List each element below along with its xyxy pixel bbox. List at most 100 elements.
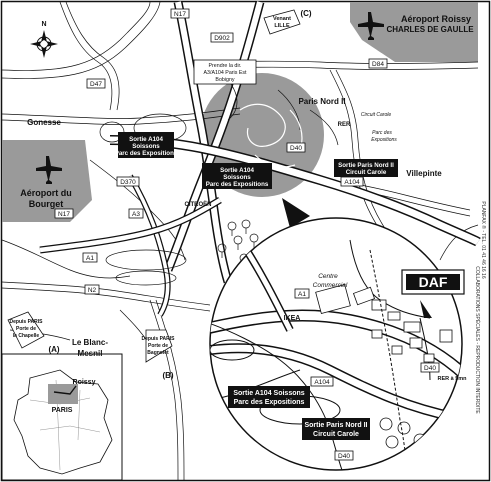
svg-text:Bobigny: Bobigny [215, 77, 234, 83]
road-shield-label: A3 [132, 211, 140, 218]
road-shield-label: D84 [372, 61, 384, 68]
road-shield [420, 362, 440, 373]
road-shield [82, 252, 98, 263]
route-letter-b: (B) [162, 371, 173, 380]
label-gonesse: Gonesse [27, 118, 61, 127]
svg-text:Parc des Expositions: Parc des Expositions [115, 150, 178, 157]
sortie-plate-1: Sortie A104 Soissons Parc des Exposition… [115, 132, 178, 158]
label-centre-1: Centre [318, 273, 338, 280]
road-shield-label: A104 [314, 379, 330, 386]
sortie-plate-5: Sortie Paris Nord II Circuit Carole [302, 418, 370, 440]
bourget-plane-icon [36, 156, 62, 184]
route-letter-a: (A) [48, 345, 59, 354]
road-shield-label: A1 [298, 291, 306, 298]
svg-text:Circuit Carole: Circuit Carole [313, 431, 359, 438]
inset-label-roissy: Roissy [73, 379, 96, 386]
road-shield [340, 176, 364, 187]
road-shield-label: D40 [290, 145, 302, 152]
sortie-plate-4: Sortie A104 Soissons Parc des Exposition… [228, 386, 310, 408]
road-shields: N17D47D902D84D40A104D370A1N2A3A1A104D40D… [54, 8, 440, 461]
daf-pointer [420, 300, 432, 318]
svg-text:Sortie Paris Nord II: Sortie Paris Nord II [338, 162, 394, 169]
svg-text:Prendre la dir.: Prendre la dir. [209, 63, 242, 69]
road-shield [54, 208, 74, 219]
label-blanc-mesnil-2: Mesnil [78, 349, 103, 358]
sortie-plate-2: Sortie A104 Soissons Parc des Exposition… [202, 163, 272, 189]
svg-text:la Chapelle: la Chapelle [13, 333, 40, 339]
sign-lille: Venant LILLE [263, 9, 301, 35]
svg-text:Depuis PARIS: Depuis PARIS [10, 319, 44, 325]
zoom-pointer [282, 198, 310, 228]
road-shield [128, 208, 144, 219]
label-paris-nord: Paris Nord II [298, 97, 345, 106]
interchange-loops [99, 79, 339, 286]
daf-logo: DAF [401, 269, 465, 295]
svg-text:Sortie A104: Sortie A104 [129, 136, 163, 143]
label-roissy: Aéroport Roissy [401, 14, 471, 24]
road-shield [84, 284, 100, 295]
svg-text:Soissons: Soissons [132, 143, 160, 150]
compass-n-label: N [41, 21, 46, 28]
svg-text:Parc des Expositions: Parc des Expositions [206, 181, 269, 188]
road-shield [310, 376, 334, 387]
road-shield-label: D47 [90, 81, 102, 88]
road-shield [286, 142, 306, 153]
compass-icon [30, 30, 58, 58]
road-shield-label: N17 [58, 211, 70, 218]
svg-text:Depuis PARIS: Depuis PARIS [142, 336, 176, 342]
svg-text:Sortie Paris Nord II: Sortie Paris Nord II [304, 422, 367, 429]
svg-text:Bagnolet: Bagnolet [147, 350, 169, 356]
svg-text:A3/A104 Paris Est: A3/A104 Paris Est [204, 70, 248, 76]
label-ikea: IKEA [284, 315, 301, 322]
road-shield-label: N2 [88, 287, 97, 294]
inset-label-paris: PARIS [52, 407, 73, 414]
inset-route [53, 385, 77, 395]
road-shield-label: D370 [120, 179, 136, 186]
svg-text:Soissons: Soissons [223, 174, 251, 181]
motorways [39, 0, 481, 317]
road-shield-label: D902 [214, 35, 230, 42]
roissy-airport-zone [350, 2, 478, 62]
legal-credit: COLLABORATIONS SPÉCIALES - REPRODUCTION … [474, 266, 481, 414]
label-bourget-2: Bourget [29, 199, 64, 209]
road-shield-label: D40 [338, 453, 350, 460]
label-blanc-mesnil-1: Le Blanc- [72, 338, 108, 347]
phone-credit: PLANFAX ® - TEL. 01 41 46 16 16 [480, 201, 487, 278]
label-citroen: CITROËN [185, 201, 212, 208]
road-shield [334, 450, 354, 461]
svg-text:Circuit Carole: Circuit Carole [346, 169, 387, 176]
sign-paris-bagnolet: Depuis PARIS Porte de Bagnolet [142, 329, 176, 363]
svg-text:Venant: Venant [273, 16, 291, 22]
road-shield [116, 176, 140, 187]
paris-region [48, 384, 78, 404]
roissy-plane-icon [358, 12, 384, 40]
route-letter-c: (C) [300, 9, 311, 18]
label-parc-small-2: Expositions [371, 137, 397, 143]
label-parc-small-1: Parc des [372, 130, 392, 136]
svg-text:Sortie A104 Soissons: Sortie A104 Soissons [233, 390, 304, 397]
svg-text:LILLE: LILLE [274, 23, 290, 29]
road-shield-label: A104 [344, 179, 360, 186]
label-villepinte: Villepinte [406, 169, 442, 178]
road-shield-label: D40 [424, 365, 436, 372]
label-circuit-small: Circuit Carole [361, 112, 392, 118]
sign-a3: Prendre la dir. A3/A104 Paris Est Bobign… [193, 59, 257, 85]
sign-paris-chapelle: Depuis PARIS Porte de la Chapelle [7, 311, 45, 349]
svg-text:Sortie A104: Sortie A104 [220, 167, 254, 174]
svg-text:Porte de: Porte de [16, 326, 36, 332]
label-cdg: CHARLES DE GAULLE [386, 25, 474, 34]
svg-text:Porte de: Porte de [148, 343, 168, 349]
label-rer: RER [338, 122, 351, 128]
svg-text:DAF: DAF [419, 274, 448, 290]
road-shield [210, 32, 234, 43]
sortie-plate-3: Sortie Paris Nord II Circuit Carole [334, 159, 398, 177]
road-shield [368, 58, 388, 69]
road-shield [170, 8, 190, 19]
label-bourget-1: Aéroport du [20, 188, 72, 198]
svg-text:Parc des Expositions: Parc des Expositions [234, 399, 305, 406]
road-shield [294, 288, 310, 299]
road-shield-label: N17 [174, 11, 186, 18]
